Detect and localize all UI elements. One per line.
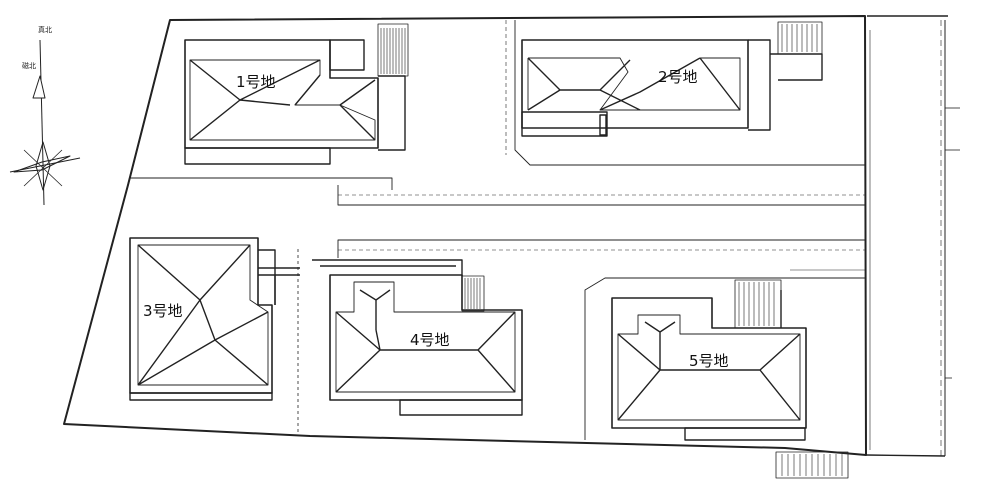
access-road: [130, 20, 866, 440]
magnetic-north-label: 磁北: [22, 61, 36, 70]
lot-2-house: [521, 21, 823, 137]
compass-rose: [9, 39, 81, 206]
lot-4-house: [312, 259, 523, 416]
lot-4-label: 4号地: [410, 331, 450, 349]
lot-3-house: [129, 237, 300, 401]
lot-3-label: 3号地: [143, 302, 183, 320]
lot-1-house: [184, 23, 409, 165]
lot-2-label: 2号地: [658, 68, 698, 86]
lot-5-house: [611, 279, 807, 441]
site-boundary: [63, 15, 960, 457]
true-north-label: 真北: [38, 25, 52, 34]
lot-1-label: 1号地: [236, 73, 276, 91]
entrance-steps: [775, 451, 849, 479]
lot-5-label: 5号地: [689, 352, 729, 370]
